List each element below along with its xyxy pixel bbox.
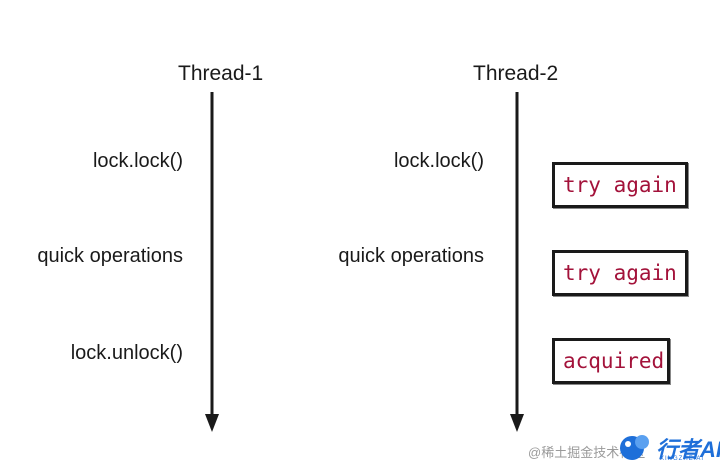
watermark-logo-text: 行者AI — [656, 437, 720, 462]
thread-1-step-quick-operations: quick operations — [37, 245, 183, 267]
thread-1-arrowhead — [205, 414, 219, 432]
status-tag-label: try again — [563, 261, 677, 285]
thread-2-step-lock: lock.lock() — [393, 150, 484, 172]
watermark-logo-subtext: XINGZHE.AI — [660, 456, 705, 462]
status-tag-label: acquired — [563, 349, 665, 373]
thread-1-step-unlock: lock.unlock() — [70, 342, 183, 364]
status-tag-acquired: acquired — [552, 338, 670, 384]
thread-2-timeline — [510, 92, 524, 432]
logo-icon — [620, 435, 649, 460]
thread-1-title: Thread-1 — [178, 62, 264, 85]
status-tag-try-again-2: try again — [552, 250, 688, 296]
thread-1-step-lock: lock.lock() — [92, 150, 183, 172]
status-tag-try-again-1: try again — [552, 162, 688, 208]
watermark-text: @稀土掘金技术社区 — [528, 445, 646, 460]
thread-1-timeline — [205, 92, 219, 432]
watermark: @稀土掘金技术社区 行者AI XINGZHE.AI — [500, 430, 720, 464]
status-tag-label: try again — [563, 173, 677, 197]
thread-2-arrowhead — [510, 414, 524, 432]
thread-2-step-quick-operations: quick operations — [338, 245, 484, 267]
thread-2-title: Thread-2 — [473, 62, 559, 85]
